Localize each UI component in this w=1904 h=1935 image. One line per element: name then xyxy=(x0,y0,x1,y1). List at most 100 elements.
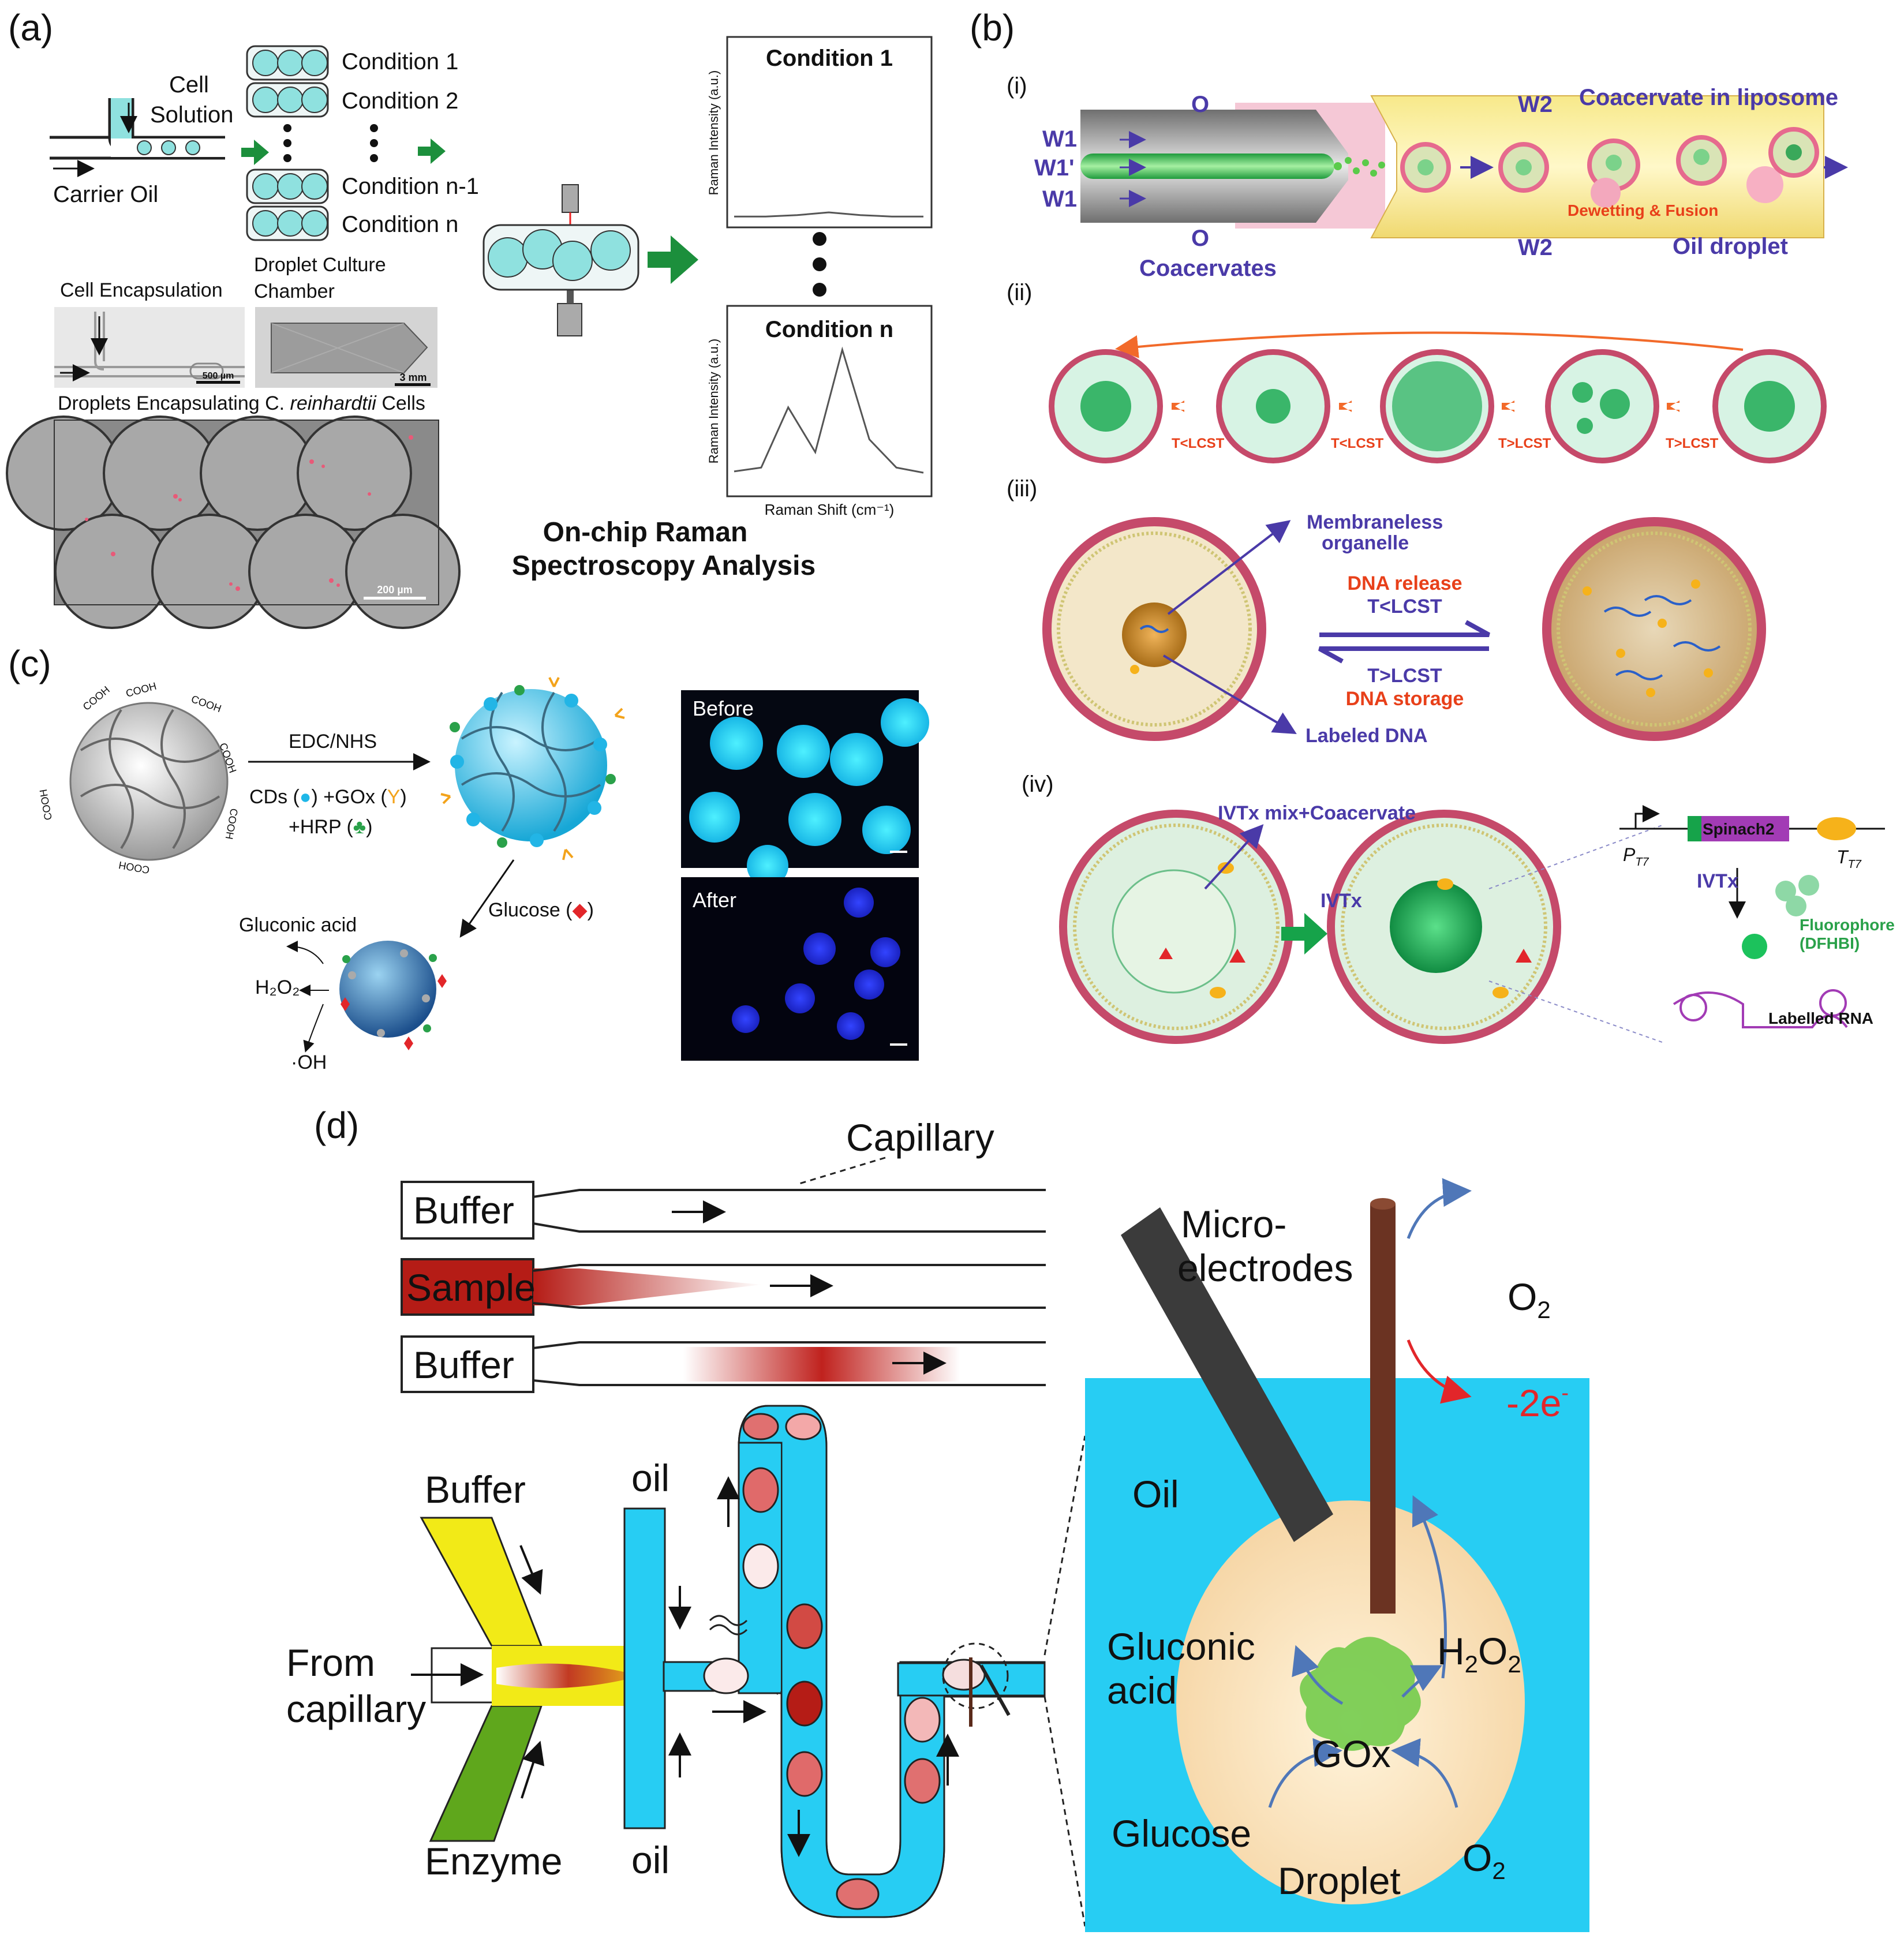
cooh-1: COOH xyxy=(81,684,112,713)
t-greater-iii-label: T>LCST xyxy=(1367,665,1442,687)
minus-2e-label: -2e- xyxy=(1506,1381,1569,1424)
y-axis-label-1: Raman Intensity (a.u.) xyxy=(706,70,721,195)
oh-label: ·OH xyxy=(291,1051,327,1073)
spectrum-line-n xyxy=(734,346,924,474)
spectrum-condition-n: Condition n Raman Intensity (a.u.) Raman… xyxy=(706,305,933,518)
scale-3mm: 3 mm xyxy=(399,372,427,383)
cooh-7: COOH xyxy=(118,859,151,876)
glucose-label: Glucose (◆) xyxy=(488,899,594,921)
o-bottom-label: O xyxy=(1191,226,1209,251)
condition-n-1-label: Condition n-1 xyxy=(342,174,479,199)
ivtx-iv xyxy=(1059,805,1885,1044)
fluorophore-label-2: (DFHBI) xyxy=(1800,934,1860,952)
pt7-label: PT7 xyxy=(1623,844,1649,869)
chamber-2 xyxy=(246,82,329,118)
droplet-zoom-label: Droplet xyxy=(1278,1859,1401,1902)
cooh-5: COOH xyxy=(223,807,240,840)
lcst-cycle-ii xyxy=(1049,331,1827,463)
carrier-oil-label: Carrier Oil xyxy=(53,182,158,207)
spectrum-title-1: Condition 1 xyxy=(766,46,893,71)
fluorophore-label-1: Fluorophore xyxy=(1800,916,1895,934)
from-capillary-label-2: capillary xyxy=(286,1687,426,1730)
from-capillary-label-1: From xyxy=(286,1641,375,1684)
gluconic-label-2: acid xyxy=(1107,1669,1177,1712)
t-greater-1: T>LCST xyxy=(1498,436,1551,451)
scale-500um: 500 µm xyxy=(203,371,234,381)
dna-storage-iii xyxy=(1042,517,1766,741)
oil-top-label: oil xyxy=(631,1457,669,1499)
functionalized-bead xyxy=(440,677,625,860)
raman-title-2: Spectroscopy Analysis xyxy=(512,551,816,581)
cooh-6: COOH xyxy=(38,788,54,821)
droplet-culture-label-1: Droplet Culture xyxy=(254,254,386,276)
buffer-label-1: Buffer xyxy=(413,1189,514,1232)
hydrogel-bead xyxy=(69,702,229,861)
coacervate-liposomes-flow xyxy=(1400,127,1848,208)
panel-d-label: (d) xyxy=(314,1105,359,1146)
electrodes-label: electrodes xyxy=(1177,1247,1353,1289)
capillary-sample xyxy=(401,1258,1046,1316)
cell-encapsulation-label: Cell Encapsulation xyxy=(60,279,223,301)
cds-gox-label: CDs (●) +GOx (Y) xyxy=(249,786,407,808)
chamber-n-1 xyxy=(246,169,329,204)
w1-top-label: W1 xyxy=(1042,126,1077,152)
condition-chambers xyxy=(246,45,378,241)
capillary-buffer-2 xyxy=(401,1335,1046,1393)
w1-bottom-label: W1 xyxy=(1042,186,1077,212)
x-axis-label: Raman Shift (cm⁻¹) xyxy=(765,501,895,518)
before-fluorescence-image xyxy=(681,690,929,886)
after-label: After xyxy=(693,888,736,912)
panel-c-label: (c) xyxy=(8,643,51,684)
o-top-label: O xyxy=(1191,92,1209,117)
droplet-culture-label-2: Chamber xyxy=(254,280,335,302)
oil-zoom-label: Oil xyxy=(1132,1473,1179,1515)
encapsulation-channel-diagram xyxy=(50,98,226,177)
coacervate-in-liposome-label: Coacervate in liposome xyxy=(1579,85,1838,110)
gluconic-acid-label: Gluconic acid xyxy=(239,914,357,936)
buffer-inlet-label: Buffer xyxy=(425,1468,526,1511)
dewetting-fusion-label: Dewetting & Fusion xyxy=(1568,201,1718,219)
membraneless-label-1: Membraneless xyxy=(1307,511,1443,533)
t-less-2: T<LCST xyxy=(1331,436,1384,451)
membraneless-label-2: organelle xyxy=(1322,532,1409,554)
after-fluorescence-image xyxy=(681,877,919,1061)
buffer-label-2: Buffer xyxy=(413,1343,514,1386)
panel-a-label: (a) xyxy=(8,7,53,48)
cell-solution-label-2: Solution xyxy=(150,102,234,128)
t-less-1: T<LCST xyxy=(1172,436,1225,451)
coacervates-label: Coacervates xyxy=(1139,256,1277,281)
condition-n-label: Condition n xyxy=(342,212,458,237)
t-greater-2: T>LCST xyxy=(1666,436,1719,451)
tt7-label: TT7 xyxy=(1836,847,1862,871)
ivtx-label: IVTx xyxy=(1321,890,1362,912)
spinach2-label: Spinach2 xyxy=(1703,820,1774,838)
droplets-caption: Droplets Encapsulating C. reinhardtii Ce… xyxy=(58,392,425,414)
green-arrow-a2 xyxy=(418,139,446,164)
hrp-label: +HRP (♣) xyxy=(289,816,372,838)
electrode-zoom xyxy=(1085,1178,1589,1932)
cooh-3: COOH xyxy=(190,693,223,714)
panel-b-label: (b) xyxy=(970,7,1015,48)
h2o2-zoom-label: H2O2 xyxy=(1437,1630,1521,1678)
gox-label: GOx xyxy=(1312,1732,1391,1775)
spectrum-line-1 xyxy=(734,211,923,218)
w2-top-label: W2 xyxy=(1518,92,1553,117)
chamber-n xyxy=(246,205,329,241)
condition-2-label: Condition 2 xyxy=(342,88,458,114)
ivtx-mix-label: IVTx mix+Coacervate xyxy=(1218,802,1416,824)
ivtx-label-right: IVTx xyxy=(1697,870,1738,892)
spectrum-title-n: Condition n xyxy=(765,317,893,342)
y-axis-label-n: Raman Intensity (a.u.) xyxy=(706,339,721,463)
sample-label: Sample xyxy=(406,1266,536,1309)
scale-200um: 200 µm xyxy=(377,584,412,596)
sub-ii-label: (ii) xyxy=(1007,280,1032,305)
capillary-label: Capillary xyxy=(846,1116,994,1159)
condition-1-label: Condition 1 xyxy=(342,49,458,74)
raman-title-1: On-chip Raman xyxy=(543,517,748,548)
panel-c: (c) COOH COOH COOH COOH COOH COOH COOH E… xyxy=(8,643,929,1073)
dna-storage-label: DNA storage xyxy=(1346,688,1464,710)
green-arrow-a1 xyxy=(241,140,269,165)
gluconic-label-1: Gluconic xyxy=(1107,1625,1255,1668)
droplet-culture-chamber-micrograph: 3 mm xyxy=(255,307,437,388)
